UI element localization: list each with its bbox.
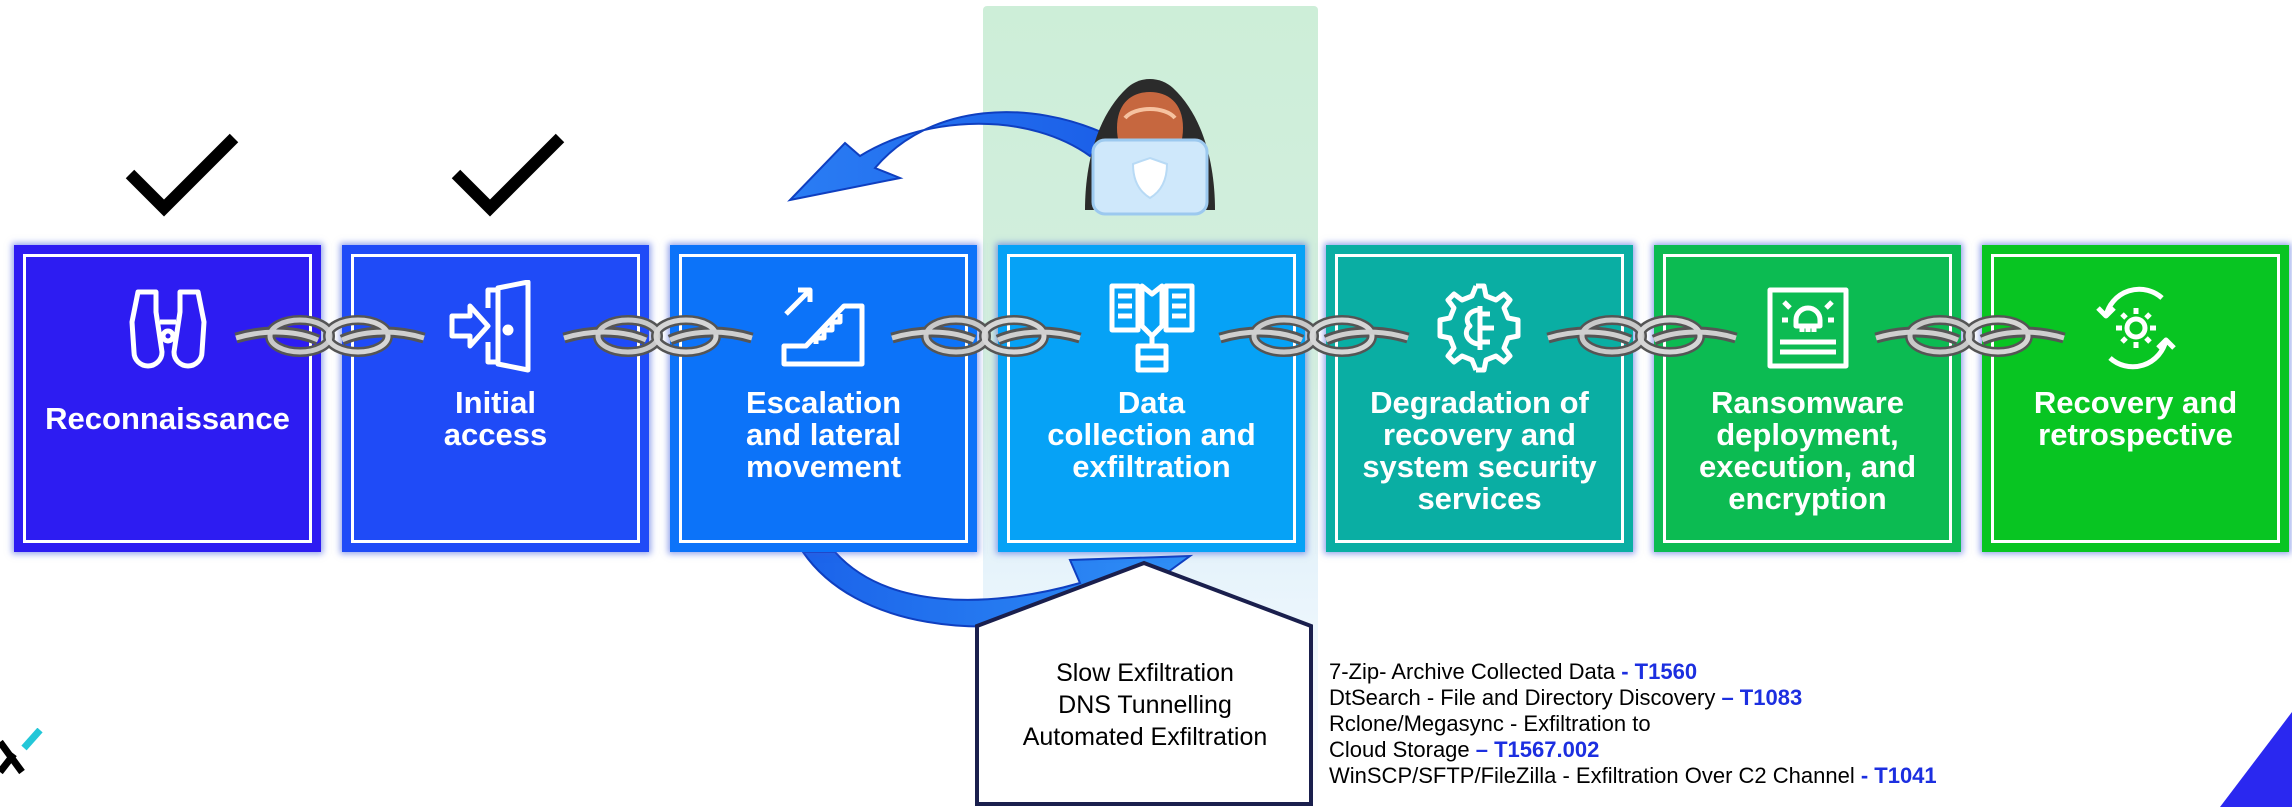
checkmark-icon (451, 133, 565, 217)
stage-initial-access: Initial access (342, 245, 649, 552)
technique-item: WinSCP/SFTP/FileZilla - Exfiltration Ove… (1329, 763, 1937, 788)
binoculars-icon (129, 289, 206, 369)
hacker-laptop-icon (1085, 79, 1215, 216)
stage-reconnaissance: Reconnaissance (14, 245, 321, 552)
chain-link (1218, 315, 1410, 357)
skull-monitor-icon (1767, 287, 1848, 369)
escalator-icon (781, 287, 864, 367)
stage-label: Escalation and lateral movement (745, 385, 902, 484)
chain-link (1546, 315, 1738, 357)
stage-label: Recovery and retrospective (2033, 385, 2238, 452)
stage-data-collection-exfiltration: Data collection and exfiltration (998, 245, 1305, 552)
exfil-method: DNS Tunnelling (1058, 691, 1232, 719)
chain-link (1874, 315, 2066, 357)
exfil-method: Slow Exfiltration (1056, 659, 1234, 687)
exfiltration-methods-box (975, 560, 1313, 806)
stage-label: Data collection and exfiltration (1047, 385, 1256, 484)
gear-cycle-icon (2095, 286, 2176, 370)
door-enter-icon (449, 280, 530, 373)
stage-label: Initial access (443, 385, 548, 452)
chain-link (562, 315, 754, 357)
corner-accent (2220, 712, 2292, 807)
technique-item: DtSearch - File and Directory Discovery … (1329, 685, 1803, 710)
upper-curved-arrow (787, 111, 1110, 202)
chain-link (890, 315, 1082, 357)
gear-brain-icon (1437, 283, 1520, 373)
exfiltration-methods-list: Slow Exfiltration DNS Tunnelling Automat… (985, 657, 1305, 753)
stage-escalation-lateral-movement: Escalation and lateral movement (670, 245, 977, 552)
technique-item: Rclone/Megasync - Exfiltration to (1329, 711, 1651, 736)
stage-label: Reconnaissance (45, 401, 290, 436)
technique-item: Cloud Storage – T1567.002 (1329, 737, 1600, 762)
exfil-method: Automated Exfiltration (1022, 723, 1268, 751)
brand-logo-icon (0, 728, 43, 775)
stage-label: Ransomware deployment, execution, and en… (1698, 385, 1917, 516)
stage-ransomware-deployment: Ransomware deployment, execution, and en… (1654, 245, 1961, 552)
checkmark-icon (125, 133, 239, 217)
technique-list: 7-Zip- Archive Collected Data - T1560 Dt… (1329, 659, 1937, 789)
chain-link (234, 315, 426, 357)
technique-item: 7-Zip- Archive Collected Data - T1560 (1329, 659, 1698, 684)
stage-label: Degradation of recovery and system secur… (1362, 385, 1597, 516)
stage-recovery-retrospective: Recovery and retrospective (1982, 245, 2289, 552)
stage-degradation-recovery-security: Degradation of recovery and system secur… (1326, 245, 1633, 552)
data-documents-icon (1109, 283, 1194, 373)
